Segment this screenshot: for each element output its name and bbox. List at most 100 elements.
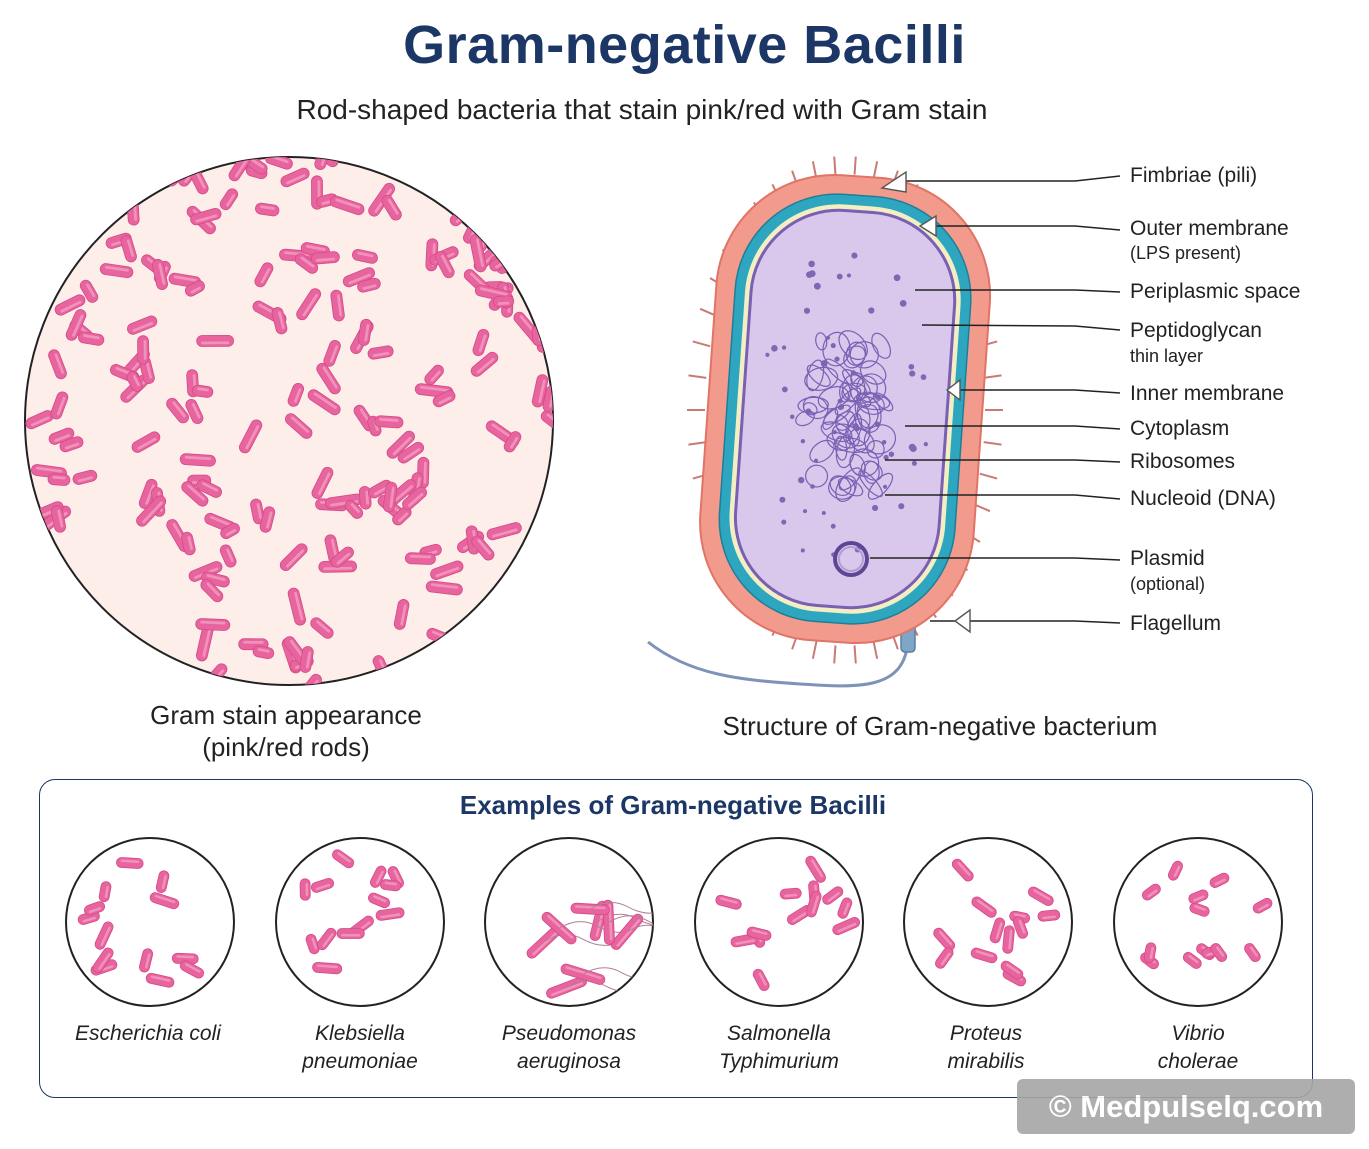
example-rod [935,947,954,969]
label-periplasmic-space: Periplasmic space [1130,280,1301,303]
slide-rod [469,234,487,273]
example-rod [1028,886,1054,906]
slide-rod [185,399,204,424]
slide-rod [48,349,67,380]
leader-lines [870,175,1121,624]
slide-rod [25,467,31,498]
nucleoid-dna [795,330,897,503]
example-rod [312,961,343,975]
label-nucleoid: Nucleoid (DNA) [1130,487,1276,510]
example-rod [822,886,844,905]
label-inner-membrane: Inner membrane [1130,382,1285,405]
slide-rod [250,498,265,525]
slide-rod [196,334,234,347]
slide-rod [254,262,274,288]
example-rod [1189,902,1210,917]
example-rod [805,855,826,883]
slide-rod [196,479,222,498]
example-rod [336,928,365,939]
slide-rod [184,280,205,297]
label-plasmid: Plasmid [1130,547,1205,570]
example-rod [837,897,853,919]
slide-rod [393,599,410,630]
slide-rod [294,253,319,274]
example-rod [752,968,770,991]
example-rod [1209,872,1230,888]
example-rod [1188,889,1209,905]
example-rod [1252,897,1273,914]
label-plasmid-sub: (optional) [1130,574,1206,594]
slide-rod [54,294,86,316]
slide-rod [78,331,105,346]
example-rod [92,947,114,974]
example-rod [779,887,802,900]
label-peptidoglycan-sub: thin layer [1130,346,1204,366]
gram-stain-caption-line2: (pink/red rods) [202,732,370,762]
slide-rod [99,263,134,279]
example-rod [155,870,170,893]
page-subtitle: Rod-shaped bacteria that stain pink/red … [296,94,988,125]
slide-rod [190,207,222,226]
example-rod [116,857,144,869]
slide-rod [330,195,365,216]
pointer-arrows [880,170,971,634]
cytoplasm [733,208,957,610]
slide-rod [219,188,239,211]
example-rod [715,894,742,910]
example-rod [933,927,956,951]
example-rod [951,858,974,882]
slide-rod [402,486,427,511]
example-rod [316,927,337,951]
slide-rod [310,251,340,265]
slide-rod [195,624,214,662]
examples-title: Examples of Gram-negative Bacilli [459,790,887,820]
slide-rod [190,169,209,195]
label-peptidoglycan: Peptidoglycan [1130,319,1262,342]
slide-rod [181,481,209,507]
example-rod [806,890,822,918]
slide-rod [181,531,196,556]
gram-stain-caption: Gram stain appearance (pink/red rods) [126,699,446,763]
slide-rod [470,351,499,377]
label-outer-membrane-sub: (LPS present) [1130,243,1242,263]
example-rod [1002,925,1015,954]
slide-rod [472,328,490,357]
slide-rod [307,389,341,416]
example-rod [83,901,106,916]
label-cytoplasm: Cytoplasm [1130,417,1230,440]
example-rod [1141,883,1161,901]
slide-rod [323,340,341,367]
slide-rod [50,505,67,533]
slide-rod [430,560,464,581]
flagellum [647,639,910,688]
slide-rod [287,587,307,626]
watermark: © Medpulselq.com [1017,1079,1355,1134]
example-name-e-coli: Escherichia coli [75,1022,221,1045]
slide-rod [540,410,553,432]
slide-rod [503,431,522,453]
example-rod [1182,951,1202,969]
example-rod [1012,916,1029,939]
slide-rod [397,441,425,464]
slide-rod [310,617,334,639]
slide-rod [72,469,98,485]
slide-rod [531,374,549,408]
slide-rod [137,335,150,365]
slide-rod [486,522,522,541]
example-rod [139,948,154,973]
plasmid [833,541,869,577]
slide-rod [50,391,69,420]
example-circles [65,837,1283,1007]
example-rod [989,917,1006,944]
slide-rod [131,431,161,453]
example-rod [375,907,405,921]
gram-stain-caption-line1: Gram stain appearance [150,700,422,730]
slide-rod [120,235,137,263]
example-rod [145,972,175,988]
bacterium-diagram [647,156,1121,688]
slide-rod [367,345,394,360]
structure-caption: Structure of Gram-negative bacterium [722,711,1158,741]
example-rod [832,916,861,936]
slide-rod [344,499,364,519]
